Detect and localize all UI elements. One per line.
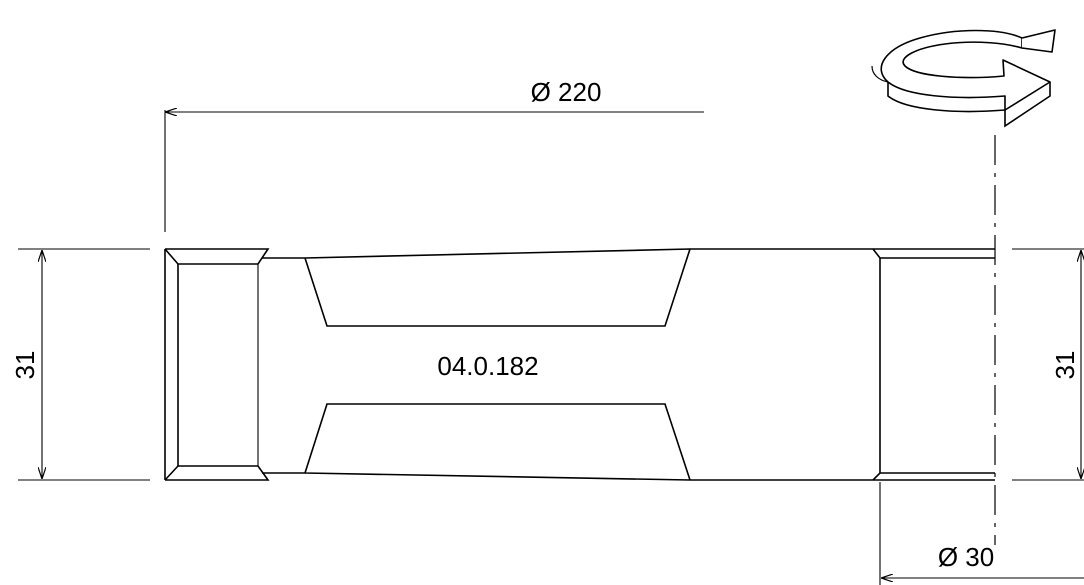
- dimension-bore-diameter-label: Ø 30: [938, 542, 994, 572]
- dimension-outer-diameter-label: Ø 220: [531, 77, 602, 107]
- dimension-bore-diameter: Ø 30: [879, 482, 1084, 585]
- rotation-arrow-icon: [871, 29, 1056, 128]
- dimension-outer-diameter: Ø 220: [164, 77, 704, 232]
- part-number-label: 04.0.182: [437, 351, 538, 381]
- dimension-height-left: 31: [10, 248, 150, 481]
- part-outline: [164, 248, 995, 481]
- dimension-height-left-label: 31: [10, 351, 40, 380]
- dimension-height-right-label: 31: [1050, 351, 1080, 380]
- dimension-height-right: 31: [1012, 248, 1084, 481]
